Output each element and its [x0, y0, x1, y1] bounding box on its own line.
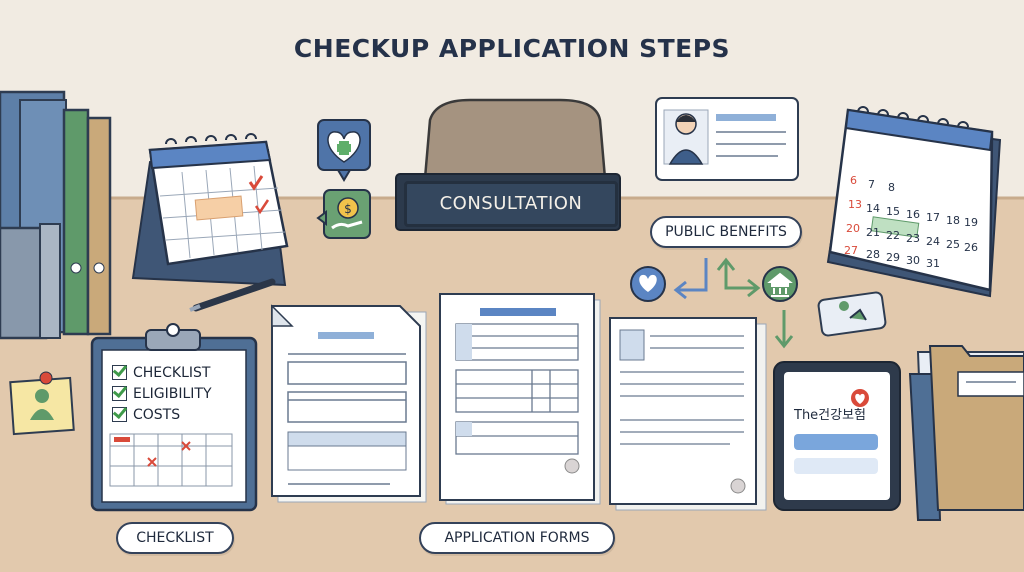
cal-day: 13: [848, 198, 862, 211]
coin-hand-icon: $: [316, 189, 371, 239]
id-card: [655, 97, 799, 181]
cal-day: 28: [866, 248, 880, 261]
cal-day: 16: [906, 208, 920, 221]
cal-day: 23: [906, 232, 920, 245]
cal-day: 29: [886, 251, 900, 264]
checkbox-icon: [112, 407, 127, 422]
cal-day: 22: [886, 229, 900, 242]
checklist-item: CHECKLIST: [112, 362, 242, 383]
tablet: [773, 361, 901, 511]
checklist-item-label: CHECKLIST: [133, 364, 211, 381]
cal-day: 25: [946, 238, 960, 251]
cal-day: 30: [906, 254, 920, 267]
cal-day: 27: [844, 244, 858, 257]
binders: [0, 90, 112, 340]
document-left: [271, 304, 427, 503]
checklist-label: CHECKLIST: [116, 522, 234, 554]
sticky-note-person: [9, 371, 75, 436]
checklist-item-label: COSTS: [133, 406, 181, 423]
public-benefits-label: PUBLIC BENEFITS: [650, 216, 802, 248]
cal-day: 7: [868, 178, 875, 191]
checklist-item: COSTS: [112, 404, 242, 425]
cal-day: 19: [964, 216, 978, 229]
cal-day: 17: [926, 211, 940, 224]
cal-day: 14: [866, 202, 880, 215]
heart-icon: [317, 119, 371, 182]
cal-day: 26: [964, 241, 978, 254]
cal-day: 6: [850, 174, 857, 187]
small-tag-icon: [817, 291, 887, 337]
chair: [422, 98, 608, 192]
svg-text:$: $: [344, 202, 352, 216]
document-center: [439, 293, 601, 505]
benefits-flow: [630, 257, 798, 349]
cal-day: 8: [888, 181, 895, 194]
pen: [189, 278, 276, 312]
cal-day: 21: [866, 226, 880, 239]
cal-day: 31: [926, 257, 940, 270]
big-calendar: 6 7 8 13 14 15 16 17 18 19 20 21 22 23 2…: [826, 106, 1002, 298]
cal-day: 15: [886, 205, 900, 218]
cal-day: 18: [946, 214, 960, 227]
clipboard-checklist: CHECKLIST ELIGIBILITY COSTS: [112, 362, 242, 425]
big-calendar-days: 6 7 8 13 14 15 16 17 18 19 20 21 22 23 2…: [844, 174, 978, 270]
cal-day: 20: [846, 222, 860, 235]
document-right: [609, 317, 767, 511]
small-calendar: [131, 133, 289, 287]
checklist-item-label: ELIGIBILITY: [133, 385, 212, 402]
consultation-plaque: CONSULTATION: [404, 181, 618, 227]
cal-day: 24: [926, 235, 940, 248]
checkbox-icon: [112, 386, 127, 401]
checklist-item: ELIGIBILITY: [112, 383, 242, 404]
folders: [908, 345, 1024, 521]
page-title: CHECKUP APPLICATION STEPS: [293, 34, 731, 63]
application-forms-label: APPLICATION FORMS: [419, 522, 615, 554]
checkbox-icon: [112, 365, 127, 380]
tablet-brand-text: The건강보험: [794, 408, 867, 423]
